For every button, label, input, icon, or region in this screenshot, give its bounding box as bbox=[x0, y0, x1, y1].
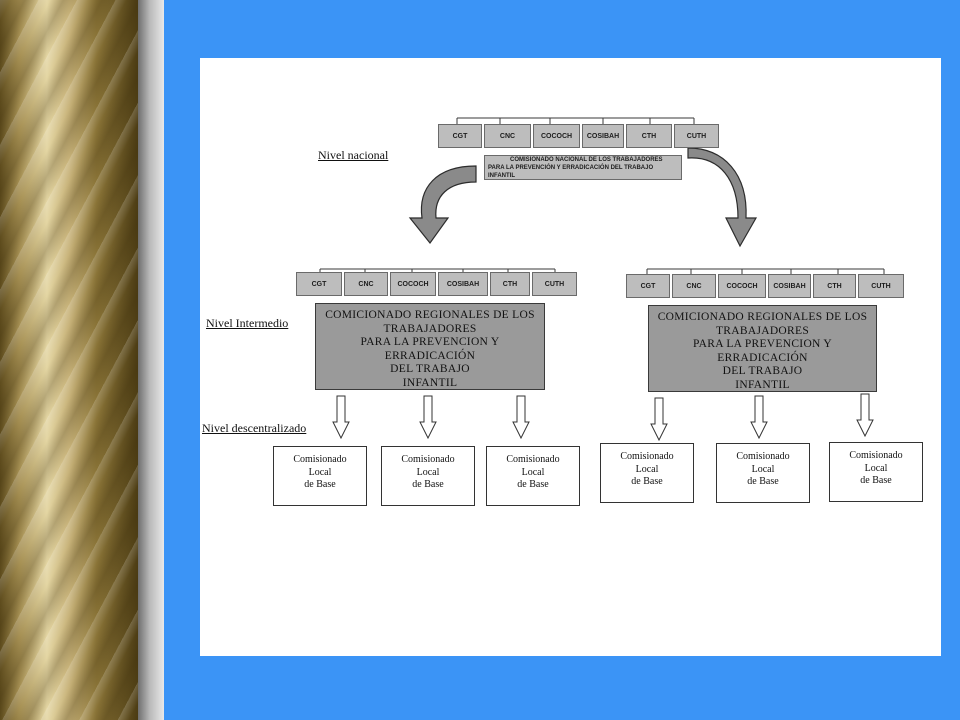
union-cell: CUTH bbox=[858, 274, 904, 298]
union-cell: COCOCH bbox=[718, 274, 766, 298]
union-cell: CGT bbox=[438, 124, 482, 148]
regional-line4: DEL TRABAJO bbox=[390, 363, 470, 375]
local-line1: Comisionado bbox=[620, 451, 674, 462]
level-label-intermediate: Nivel Intermedio bbox=[206, 316, 289, 330]
union-cell: CNC bbox=[344, 272, 388, 296]
regional-commission-box-left: COMICIONADO REGIONALES DE LOS TRABAJADOR… bbox=[315, 303, 545, 390]
local-line2: Local bbox=[308, 466, 332, 478]
down-arrow-icon bbox=[512, 395, 530, 440]
union-cell: CTH bbox=[813, 274, 856, 298]
diagram-connectors bbox=[319, 117, 885, 442]
down-arrow-icon bbox=[856, 393, 874, 438]
level-label-national: Nivel nacional bbox=[318, 148, 389, 162]
local-commission-box: Comisionado Local de Base bbox=[600, 443, 694, 503]
decorative-pillar bbox=[0, 0, 138, 720]
union-cell: COCOCH bbox=[390, 272, 436, 296]
org-chart-panel: Nivel nacional Nivel Intermedio Nivel de… bbox=[200, 58, 941, 656]
local-line2: Local bbox=[864, 462, 888, 474]
pillar-shadow bbox=[138, 0, 164, 720]
local-line2: Local bbox=[416, 466, 440, 478]
local-commission-box: Comisionado Local de Base bbox=[381, 446, 475, 506]
union-cell: CUTH bbox=[674, 124, 719, 148]
union-cell: CTH bbox=[490, 272, 530, 296]
national-commission-line2: PARA LA PREVENCIÓN Y ERRADICACIÓN DEL TR… bbox=[488, 164, 654, 179]
level-label-decentralized: Nivel descentralizado bbox=[202, 421, 307, 435]
union-cell: COCOCH bbox=[533, 124, 580, 148]
union-cell: CTH bbox=[626, 124, 672, 148]
regional-line5: INFANTIL bbox=[735, 378, 790, 391]
local-line1: Comisionado bbox=[506, 454, 560, 465]
curved-arrow-right-icon bbox=[687, 147, 758, 248]
local-commission-box: Comisionado Local de Base bbox=[273, 446, 367, 506]
local-line2: Local bbox=[521, 466, 545, 478]
local-line3: de Base bbox=[412, 479, 444, 490]
local-commission-box: Comisionado Local de Base bbox=[486, 446, 580, 506]
regional-line1: COMICIONADO REGIONALES DE LOS bbox=[325, 309, 535, 321]
regional-line3: PARA LA PREVENCION Y ERRADICACIÓN bbox=[360, 336, 500, 362]
local-line2: Local bbox=[635, 463, 659, 475]
union-cell: COSIBAH bbox=[438, 272, 488, 296]
regional-line4: DEL TRABAJO bbox=[722, 365, 803, 377]
regional-line1: COMICIONADO REGIONALES DE LOS bbox=[657, 311, 868, 323]
regional-line2: TRABAJADORES bbox=[715, 324, 810, 337]
local-line3: de Base bbox=[747, 476, 779, 487]
union-cell: COSIBAH bbox=[768, 274, 811, 298]
local-commission-box: Comisionado Local de Base bbox=[829, 442, 923, 502]
union-cell: CGT bbox=[296, 272, 342, 296]
union-cell: CNC bbox=[672, 274, 716, 298]
regional-commission-box-right: COMICIONADO REGIONALES DE LOS TRABAJADOR… bbox=[648, 305, 877, 392]
local-line3: de Base bbox=[860, 475, 892, 486]
local-line2: Local bbox=[751, 463, 775, 475]
local-line1: Comisionado bbox=[849, 450, 903, 461]
down-arrow-icon bbox=[332, 395, 350, 440]
curved-arrow-left-icon bbox=[408, 165, 477, 244]
down-arrow-icon bbox=[650, 397, 668, 442]
regional-line5: INFANTIL bbox=[402, 376, 458, 389]
union-cell: CUTH bbox=[532, 272, 577, 296]
local-line3: de Base bbox=[631, 476, 663, 487]
local-line1: Comisionado bbox=[293, 454, 347, 465]
national-commission-box: COMISIONADO NACIONAL DE LOS TRABAJADORES… bbox=[484, 155, 682, 180]
down-arrow-icon bbox=[750, 395, 768, 440]
union-cell: CNC bbox=[484, 124, 531, 148]
regional-line3: PARA LA PREVENCION Y ERRADICACIÓN bbox=[692, 338, 833, 364]
local-line3: de Base bbox=[517, 479, 549, 490]
down-arrow-icon bbox=[419, 395, 437, 440]
national-commission-line1: COMISIONADO NACIONAL DE LOS TRABAJADORES bbox=[510, 156, 663, 163]
local-line1: Comisionado bbox=[401, 454, 455, 465]
local-commission-box: Comisionado Local de Base bbox=[716, 443, 810, 503]
union-cell: COSIBAH bbox=[582, 124, 624, 148]
union-cell: CGT bbox=[626, 274, 670, 298]
local-line1: Comisionado bbox=[736, 451, 790, 462]
regional-line2: TRABAJADORES bbox=[383, 322, 477, 335]
local-line3: de Base bbox=[304, 479, 336, 490]
